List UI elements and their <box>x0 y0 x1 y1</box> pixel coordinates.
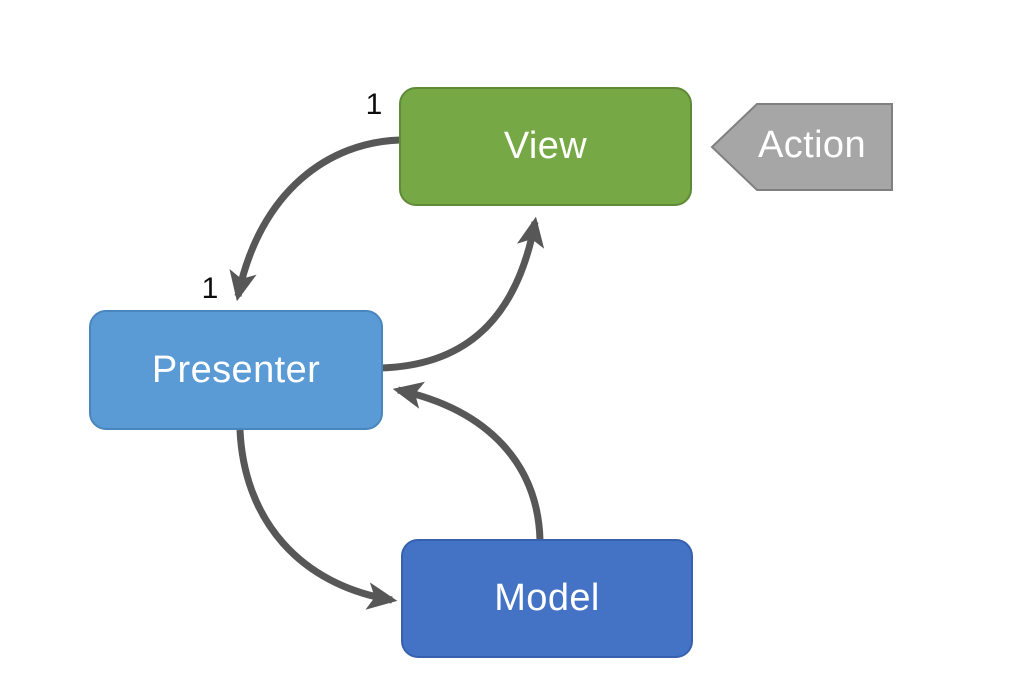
node-view[interactable]: View <box>399 87 692 206</box>
edge-model-to-presenter <box>392 381 544 541</box>
edge-presenter-to-model <box>236 429 398 610</box>
action-arrow-shape[interactable] <box>710 103 893 191</box>
edge-presenter-to-view <box>379 216 545 372</box>
multiplicity-label-view-side: 1 <box>366 88 383 121</box>
multiplicity-label-presenter-side: 1 <box>202 272 219 305</box>
node-action[interactable]: Action <box>710 103 893 191</box>
view-label: View <box>504 125 587 167</box>
view-box[interactable] <box>399 87 692 206</box>
node-model[interactable]: Model <box>401 539 693 658</box>
presenter-label: Presenter <box>152 349 320 391</box>
presenter-box[interactable] <box>89 310 383 430</box>
action-label: Action <box>758 124 866 166</box>
node-presenter[interactable]: Presenter <box>89 310 383 430</box>
edge-layer <box>229 136 545 610</box>
model-label: Model <box>494 577 600 619</box>
model-box[interactable] <box>401 539 693 658</box>
multiplicity-layer: 1 1 <box>202 88 383 305</box>
edge-view-to-presenter <box>229 136 401 302</box>
